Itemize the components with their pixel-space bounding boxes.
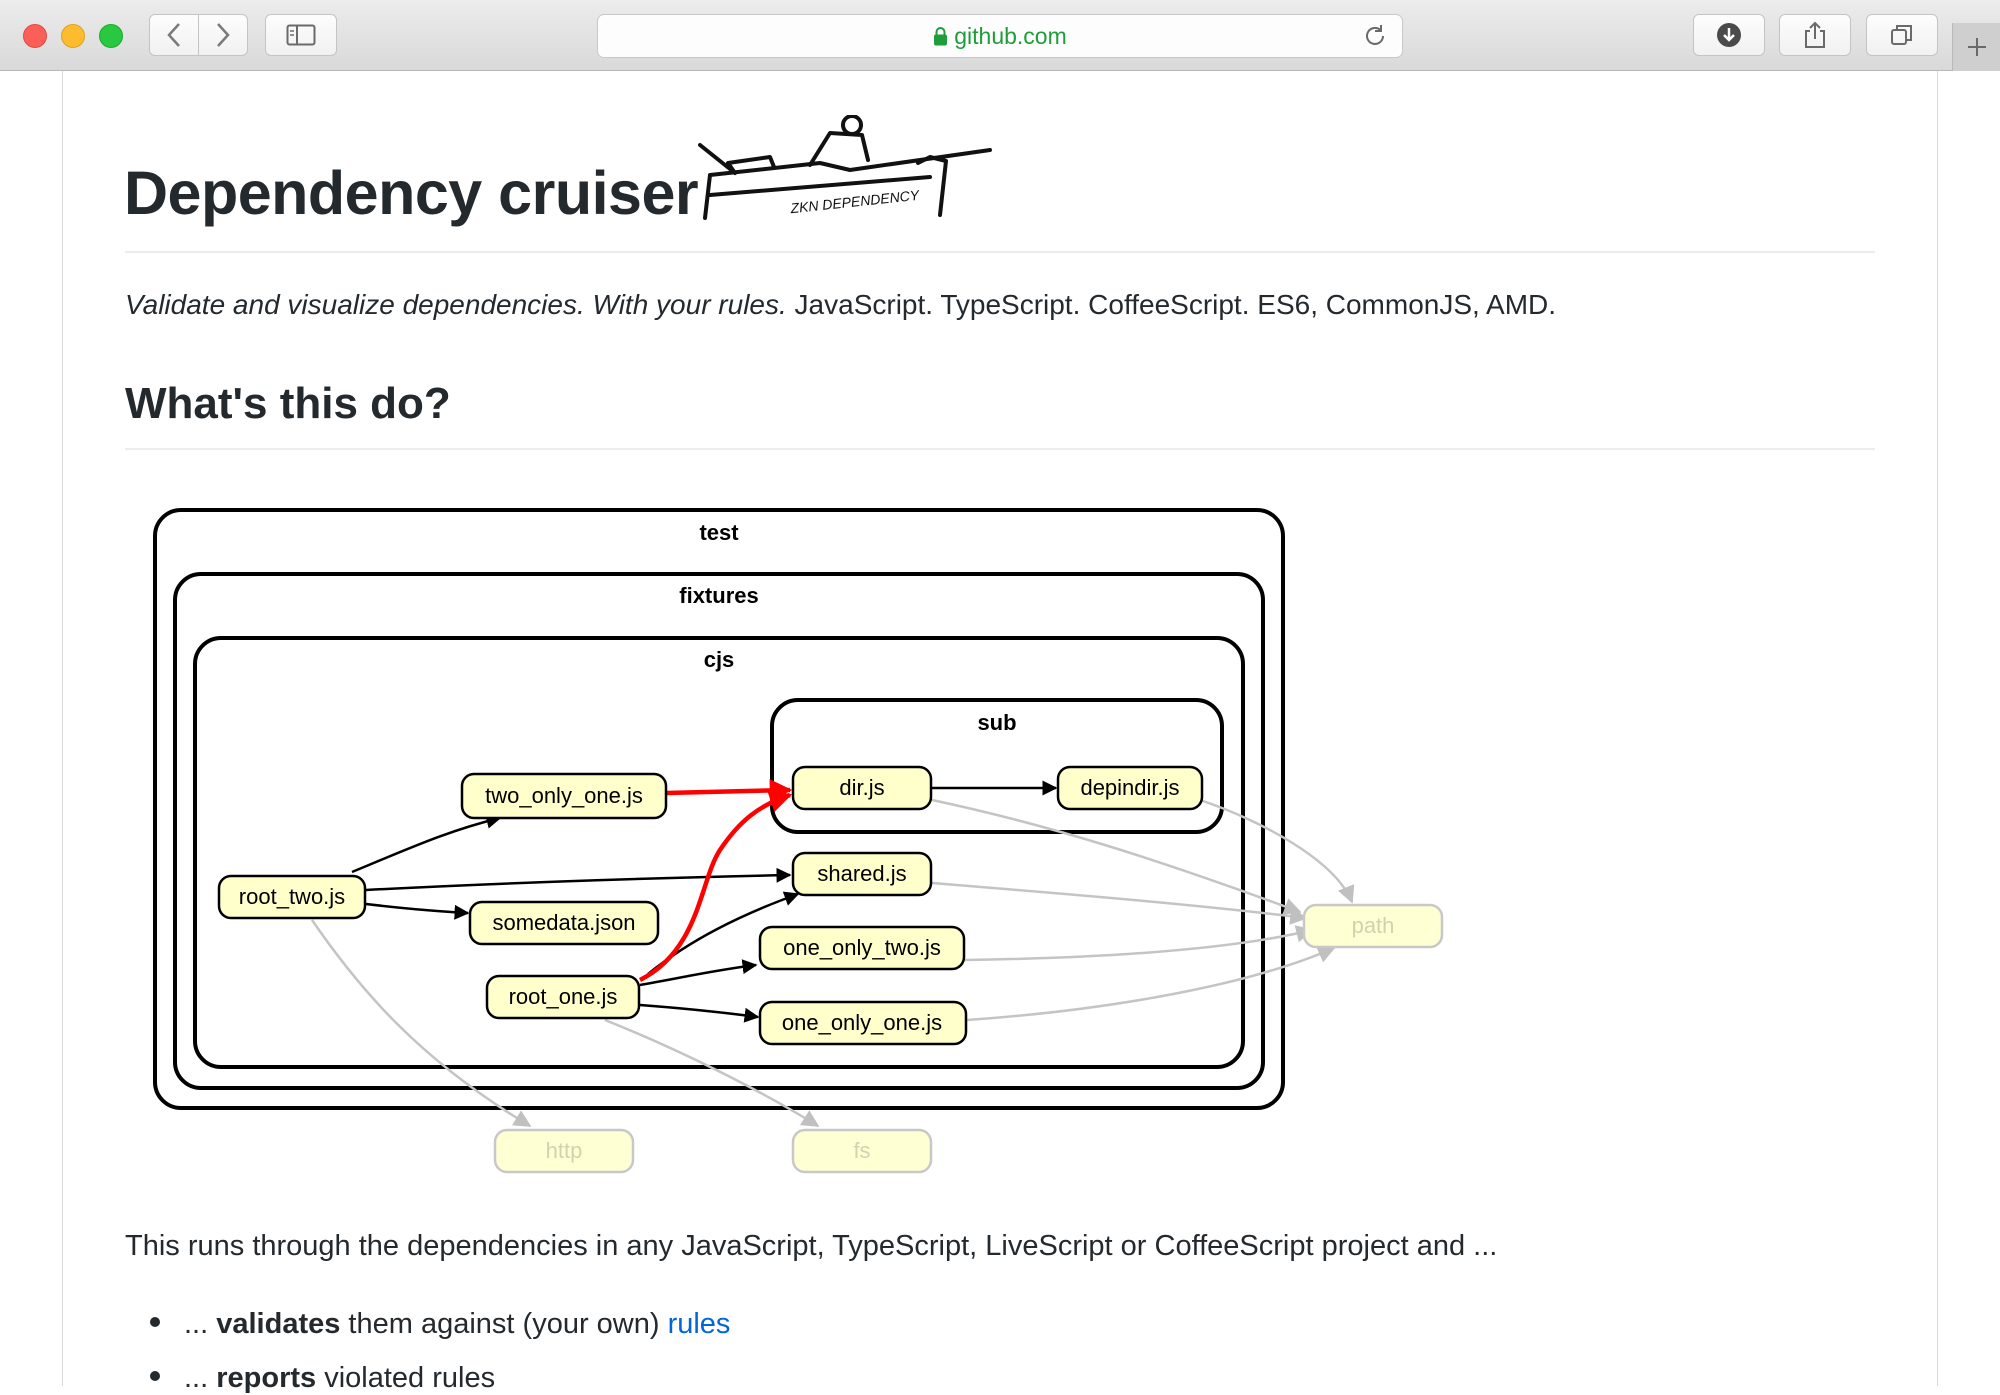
- content-border-left: [62, 71, 63, 1386]
- list-item: ... validates them against (your own) ru…: [150, 1308, 730, 1341]
- tagline-italic-2: With your rules.: [592, 289, 787, 320]
- node-label-fs: fs: [853, 1138, 870, 1163]
- new-tab-button[interactable]: [1952, 23, 2000, 71]
- edge-rootOne-fs: [604, 1018, 820, 1128]
- edge-twoOnlyOne-dir: [665, 779, 793, 802]
- bullet-icon: [150, 1317, 160, 1328]
- node-label-depindir: depindir.js: [1080, 775, 1179, 800]
- node-path[interactable]: [1302, 903, 1444, 949]
- edge-rootOne-oneOnlyTwo: [639, 959, 758, 987]
- node-label-root-one: root_one.js: [509, 984, 618, 1009]
- cluster-label-cjs: cjs: [704, 647, 735, 672]
- bullet-prefix: ...: [184, 1308, 217, 1340]
- bullet-icon: [150, 1371, 160, 1382]
- zoom-window-button[interactable]: [99, 24, 123, 48]
- edge-rootTwo-twoOnlyOne: [351, 813, 502, 874]
- lock-icon: [934, 27, 948, 46]
- bullet-prefix: ...: [184, 1362, 217, 1394]
- logo-icon: ZKN DEPENDENCY: [698, 115, 992, 220]
- cluster-label-fixtures: fixtures: [679, 583, 758, 608]
- node-label-two-only-one: two_only_one.js: [485, 783, 643, 808]
- edge-rootOne-dir: [638, 790, 793, 983]
- edge-oneOnlyOne-path: [966, 946, 1336, 1022]
- dependency-graph: test fixtures cjs sub two_only_one.js ro…: [153, 508, 1444, 1174]
- minimize-window-button[interactable]: [61, 24, 85, 48]
- cluster-fixtures: [173, 572, 1265, 1090]
- address-bar[interactable]: github.com: [597, 14, 1403, 58]
- cluster-sub: [770, 698, 1224, 834]
- tab-overview-button[interactable]: [1866, 14, 1938, 56]
- node-label-shared: shared.js: [817, 861, 906, 886]
- plus-icon: [1968, 38, 1986, 56]
- edge-dir-path: [931, 798, 1302, 915]
- cluster-label-sub: sub: [977, 710, 1016, 735]
- cluster-cjs: [193, 636, 1245, 1069]
- node-label-root-two: root_two.js: [239, 884, 345, 909]
- node-depindir[interactable]: [1056, 765, 1204, 811]
- node-two-only-one[interactable]: [460, 772, 668, 820]
- sidebar-icon: [286, 24, 316, 46]
- forward-button[interactable]: [198, 14, 248, 56]
- node-dir[interactable]: [791, 765, 933, 811]
- bullet-bold: reports: [216, 1362, 317, 1394]
- node-http[interactable]: [493, 1128, 635, 1174]
- node-label-somedata: somedata.json: [492, 910, 635, 935]
- back-icon: [167, 23, 180, 47]
- intro-paragraph: This runs through the dependencies in an…: [125, 1230, 1498, 1262]
- browser-toolbar: github.com: [0, 0, 2000, 71]
- rules-link[interactable]: rules: [667, 1308, 731, 1340]
- node-label-http: http: [546, 1138, 583, 1163]
- bullet-text: violated rules: [316, 1362, 496, 1394]
- title-divider: [125, 251, 1875, 253]
- node-somedata[interactable]: [468, 900, 660, 946]
- share-button[interactable]: [1779, 14, 1851, 56]
- node-one-only-two[interactable]: [758, 925, 966, 971]
- node-one-only-one[interactable]: [758, 1000, 968, 1046]
- list-item: ... reports violated rules: [150, 1362, 495, 1395]
- tagline-rest: JavaScript. TypeScript. CoffeeScript. ES…: [786, 289, 1557, 320]
- node-label-one-only-one: one_only_one.js: [782, 1010, 942, 1035]
- cluster-label-test: test: [699, 520, 739, 545]
- back-button[interactable]: [149, 14, 199, 56]
- edge-rootTwo-somedata: [365, 902, 470, 920]
- reload-icon[interactable]: [1362, 23, 1388, 49]
- section-divider: [125, 448, 1875, 450]
- bullet-text: them against (your own): [340, 1308, 668, 1340]
- tabs-icon: [1891, 25, 1912, 45]
- node-fs[interactable]: [791, 1128, 933, 1174]
- edge-rootTwo-shared: [365, 867, 792, 892]
- downloads-button[interactable]: [1693, 14, 1765, 56]
- url-text: github.com: [954, 22, 1067, 49]
- node-label-one-only-two: one_only_two.js: [783, 935, 941, 960]
- close-window-button[interactable]: [23, 24, 47, 48]
- logo-text: ZKN DEPENDENCY: [789, 187, 922, 217]
- tagline-italic-1: Validate and visualize dependencies.: [125, 289, 585, 320]
- node-label-path: path: [1352, 913, 1395, 938]
- section-heading: What's this do?: [125, 379, 451, 428]
- cluster-test: [153, 508, 1285, 1110]
- download-icon: [1717, 23, 1741, 47]
- edge-rootOne-oneOnlyOne: [639, 1003, 760, 1023]
- bullet-bold: validates: [216, 1308, 341, 1340]
- sidebar-button[interactable]: [265, 14, 337, 56]
- content-border-right: [1937, 71, 1938, 1386]
- readme-title: Dependency cruiser: [124, 159, 699, 227]
- node-root-one[interactable]: [485, 974, 641, 1020]
- edge-rootTwo-http: [310, 919, 532, 1128]
- node-label-dir: dir.js: [839, 775, 884, 800]
- share-icon: [1805, 21, 1825, 48]
- node-root-two[interactable]: [217, 874, 367, 920]
- edge-oneOnlyTwo-path: [964, 925, 1314, 962]
- tagline: Validate and visualize dependencies. Wit…: [125, 289, 1556, 321]
- node-shared[interactable]: [791, 851, 933, 897]
- forward-icon: [217, 23, 230, 47]
- edge-depindir-path: [1199, 798, 1355, 904]
- edge-shared-path: [931, 881, 1308, 925]
